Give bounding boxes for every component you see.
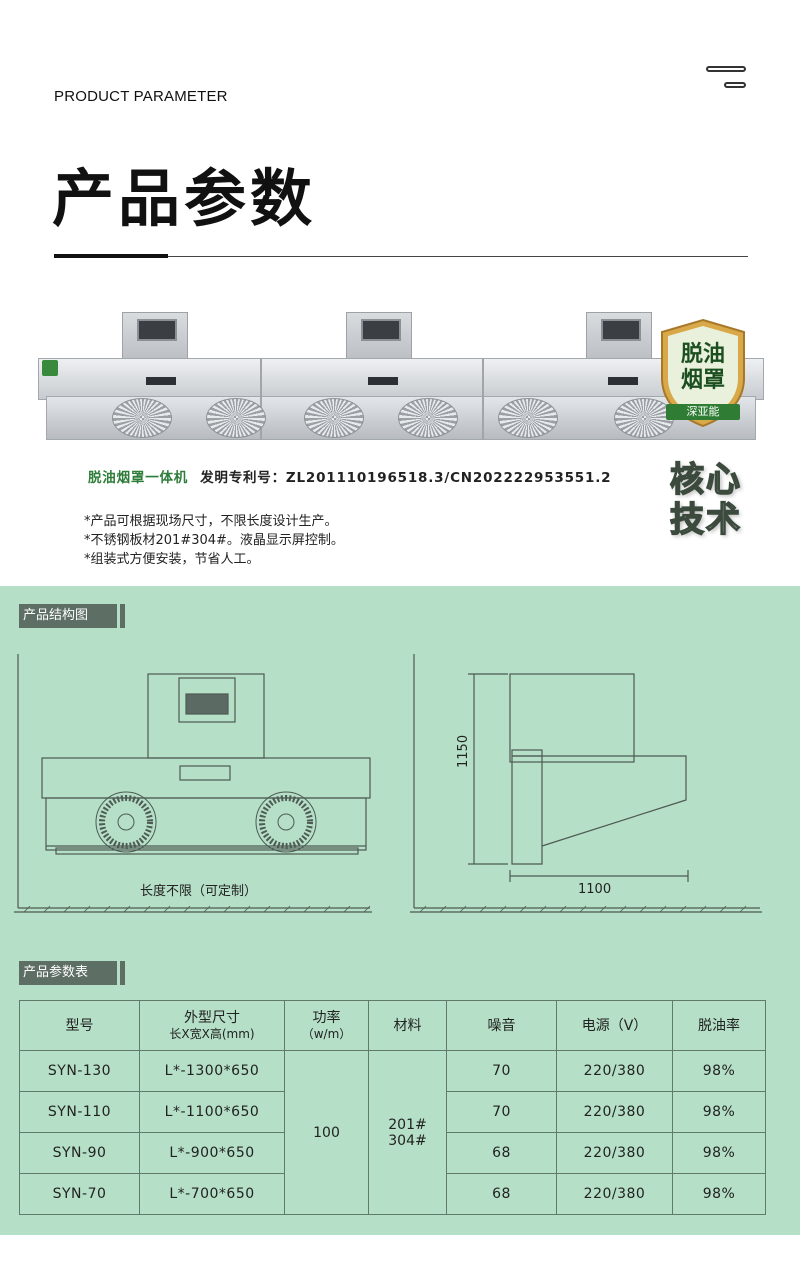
shield-badge-icon bbox=[661, 318, 745, 428]
side-height-dimension: 1150 bbox=[456, 734, 471, 768]
core-tech-label: 核心 技术 bbox=[669, 459, 742, 541]
col-material: 材料 bbox=[368, 1000, 447, 1051]
col-power: 功率 （w/m） bbox=[284, 1000, 369, 1051]
side-width-dimension: 1100 bbox=[578, 882, 612, 897]
power-value: 100 bbox=[284, 1050, 369, 1215]
col-noise: 噪音 bbox=[446, 1000, 557, 1051]
fan-icon bbox=[206, 398, 266, 438]
table-row: SYN-130 L*-1300*650 100 201# 304# 70 220… bbox=[19, 1050, 766, 1215]
note-item: *组装式方便安装，节省人工。 bbox=[84, 552, 260, 567]
display-panel bbox=[368, 377, 398, 385]
front-view-caption: 长度不限（可定制） bbox=[140, 884, 258, 899]
display-panel bbox=[146, 377, 176, 385]
fan-icon bbox=[304, 398, 364, 438]
product-image bbox=[34, 300, 764, 460]
patent-number: 发明专利号：ZL201110196518.3/CN202222953551.2 bbox=[200, 470, 612, 486]
divider-accent bbox=[54, 254, 168, 258]
menu-icon[interactable] bbox=[706, 64, 748, 92]
structure-section-label: 产品结构图 bbox=[19, 604, 125, 628]
table-row: SYN-90 L*-900*650 68 220/380 98% bbox=[19, 1132, 766, 1174]
param-table: 型号 外型尺寸 长X宽X高(mm) 功率 （w/m） 材料 噪音 电源（V） 脱… bbox=[19, 1000, 766, 1215]
product-name: 脱油烟罩一体机 bbox=[88, 470, 189, 486]
material-value: 201# 304# bbox=[368, 1050, 447, 1215]
table-header-row: 型号 外型尺寸 长X宽X高(mm) 功率 （w/m） 材料 噪音 电源（V） 脱… bbox=[19, 1000, 766, 1051]
note-item: *产品可根据现场尺寸，不限长度设计生产。 bbox=[84, 514, 338, 529]
fan-icon bbox=[398, 398, 458, 438]
brand-logo bbox=[42, 360, 58, 376]
badge-title: 脱油 烟罩 bbox=[680, 342, 725, 393]
side-view-diagram bbox=[410, 654, 762, 913]
fan-icon bbox=[498, 398, 558, 438]
col-size: 外型尺寸 长X宽X高(mm) bbox=[139, 1000, 285, 1051]
col-oil-removal: 脱油率 bbox=[672, 1000, 766, 1051]
exhaust-duct bbox=[122, 312, 188, 364]
table-section-label: 产品参数表 bbox=[19, 961, 125, 985]
note-item: *不锈钢板材201#304#。液晶显示屏控制。 bbox=[84, 533, 344, 548]
badge-brand: 深亚能 bbox=[666, 404, 740, 420]
page-title: 产品参数 bbox=[52, 162, 317, 235]
exhaust-duct bbox=[586, 312, 652, 364]
fan-icon bbox=[112, 398, 172, 438]
patent-line: 脱油烟罩一体机发明专利号：ZL201110196518.3/CN20222295… bbox=[88, 466, 611, 486]
table-row: SYN-70 L*-700*650 68 220/380 98% bbox=[19, 1173, 766, 1215]
display-panel bbox=[608, 377, 638, 385]
col-power-supply: 电源（V） bbox=[556, 1000, 673, 1051]
section-subtitle: PRODUCT PARAMETER bbox=[54, 88, 228, 105]
col-model: 型号 bbox=[19, 1000, 140, 1051]
divider bbox=[54, 256, 748, 257]
table-row: SYN-110 L*-1100*650 70 220/380 98% bbox=[19, 1091, 766, 1133]
exhaust-duct bbox=[346, 312, 412, 364]
front-view-diagram bbox=[14, 654, 372, 913]
feature-notes: *产品可根据现场尺寸，不限长度设计生产。 *不锈钢板材201#304#。液晶显示… bbox=[84, 512, 344, 569]
